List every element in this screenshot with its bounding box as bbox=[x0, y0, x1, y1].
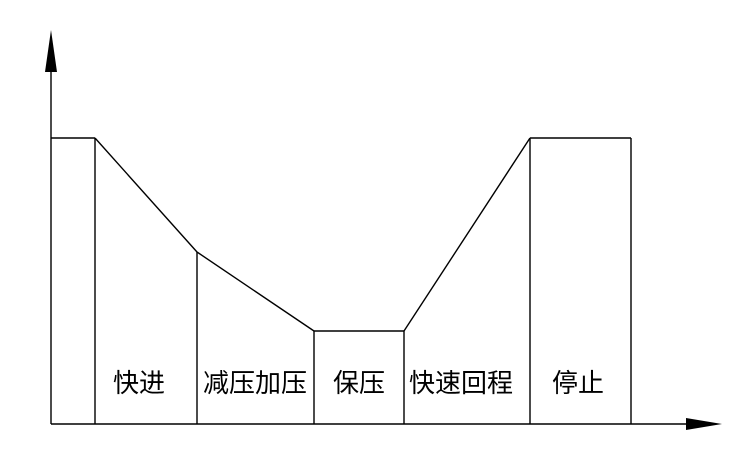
stage-label-fast-advance: 快进 bbox=[113, 369, 165, 399]
stage-label-decompress-pressurize: 减压加压 bbox=[203, 369, 307, 399]
stage-label-fast-return: 快速回程 bbox=[409, 369, 513, 399]
decompress-slope bbox=[196, 251, 315, 332]
stage-curve bbox=[51, 137, 631, 332]
y-axis-arrow-icon bbox=[45, 30, 57, 72]
stage-dividers bbox=[94, 138, 632, 424]
fast-advance-slope bbox=[94, 137, 198, 253]
x-axis-arrow-icon bbox=[686, 418, 722, 430]
stage-label-stop: 停止 bbox=[552, 369, 604, 399]
fast-return-slope bbox=[403, 137, 531, 332]
axes bbox=[50, 70, 690, 425]
stage-label-hold-pressure: 保压 bbox=[333, 369, 385, 399]
